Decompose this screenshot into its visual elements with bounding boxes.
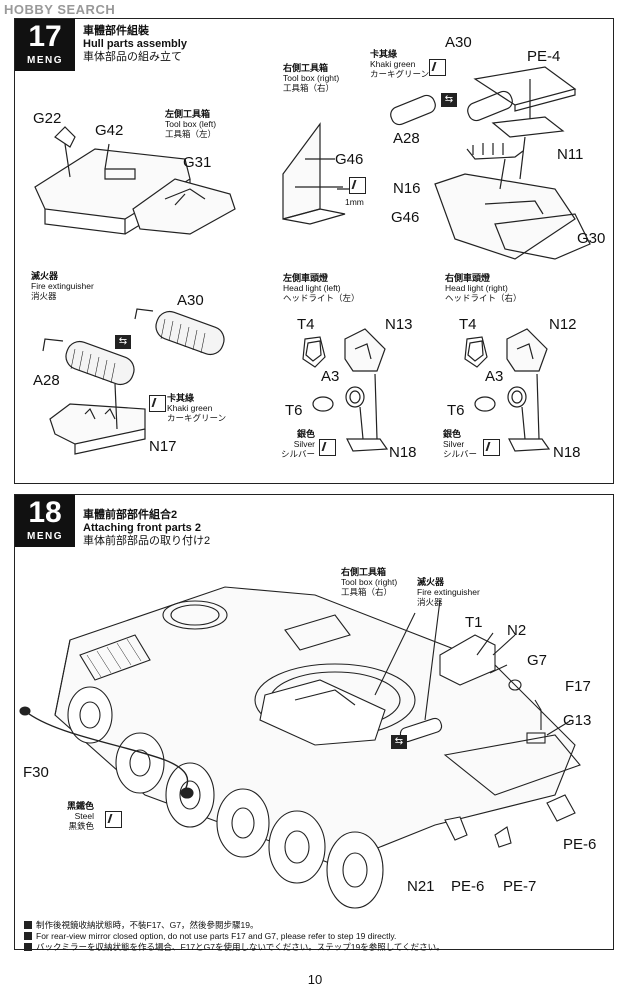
- step-17-panel: 17 MENG 車體部件組裝 Hull parts assembly 車体部品の…: [14, 18, 614, 484]
- part-label: PE-7: [503, 878, 537, 895]
- part-label: T4: [459, 316, 477, 333]
- part-label: N11: [557, 146, 584, 163]
- part-label: A30: [445, 34, 472, 51]
- paint-brush-icon: [349, 177, 366, 194]
- part-label: G30: [577, 230, 606, 247]
- part-label: N16: [393, 180, 421, 197]
- paint-brush-icon: [429, 59, 446, 76]
- part-label: G13: [563, 712, 592, 729]
- part-label: N17: [149, 438, 177, 455]
- paint-brush-icon: [319, 439, 336, 456]
- step-17-badge: 17 MENG: [15, 19, 75, 71]
- assembly-notes: 制作後視鏡收納狀態時，不裝F17、G7，然後參閱步驟19。 For rear-v…: [24, 920, 445, 953]
- step-18-panel: 18 MENG 車體前部部件組合2 Attaching front parts …: [14, 494, 614, 950]
- part-label: T6: [447, 402, 465, 419]
- dimension-label: 1mm: [345, 197, 364, 207]
- paint-brush-icon: [105, 811, 122, 828]
- part-label: G31: [183, 154, 212, 171]
- part-label: T4: [297, 316, 315, 333]
- part-label: A28: [33, 372, 60, 389]
- part-label: G22: [33, 110, 62, 127]
- part-label: G42: [95, 122, 124, 139]
- part-label: N21: [407, 878, 435, 895]
- part-label: N18: [553, 444, 581, 461]
- step-title: 車體前部部件組合2 Attaching front parts 2 車体前部部品…: [83, 509, 211, 547]
- part-label: PE-4: [527, 48, 561, 65]
- part-label: N18: [389, 444, 417, 461]
- part-label: PE-6: [563, 836, 597, 853]
- part-label: N12: [549, 316, 577, 333]
- part-label: G46: [391, 209, 420, 226]
- part-label: G7: [527, 652, 548, 669]
- part-label: T1: [465, 614, 483, 631]
- part-label: A30: [177, 292, 204, 309]
- brand-logo: MENG: [27, 55, 63, 66]
- brand-logo: MENG: [27, 531, 63, 542]
- alternate-option-icon: ⇆: [391, 735, 407, 749]
- alternate-option-icon: ⇆: [115, 335, 131, 349]
- step-title: 車體部件組裝 Hull parts assembly 車体部品の組み立て: [83, 25, 187, 63]
- step-18-illustration: [19, 586, 581, 909]
- part-label: A3: [321, 368, 340, 385]
- part-label: PE-6: [451, 878, 485, 895]
- part-label: N2: [507, 622, 527, 639]
- part-label: T6: [285, 402, 303, 419]
- page-number: 10: [307, 972, 323, 987]
- paint-brush-icon: [483, 439, 500, 456]
- step-17-illustration: [34, 66, 591, 455]
- part-label: F30: [23, 764, 49, 781]
- part-label: A3: [485, 368, 504, 385]
- note-icon: [24, 943, 32, 951]
- part-label: N13: [385, 316, 413, 333]
- part-label: A28: [393, 130, 420, 147]
- alternate-option-icon: ⇆: [441, 93, 457, 107]
- watermark: HOBBY SEARCH: [4, 2, 116, 17]
- note-icon: [24, 921, 32, 929]
- step-18-badge: 18 MENG: [15, 495, 75, 547]
- part-label: F17: [565, 678, 591, 695]
- step-number: 18: [28, 496, 62, 529]
- paint-brush-icon: [149, 395, 166, 412]
- part-label: G46: [335, 151, 364, 168]
- step-number: 17: [28, 20, 62, 53]
- note-icon: [24, 932, 32, 940]
